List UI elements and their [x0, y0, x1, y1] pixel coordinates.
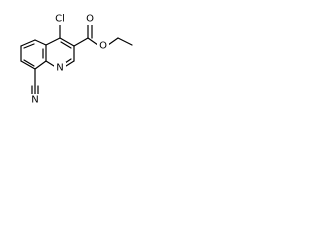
ether-oxygen-atom-label: O — [99, 41, 107, 52]
bond-ch2-ch3 — [117, 37, 133, 46]
bond-c5-c6 — [20, 39, 36, 47]
ring-nitrogen-atom-label: N — [56, 63, 63, 74]
ring-nitrogen-label-background — [54, 62, 66, 74]
bond-c3-carbonyl — [73, 37, 89, 47]
bond-c2-n1 — [65, 60, 75, 67]
bond-carbonyl-ether-o — [87, 37, 99, 46]
bond-c8-c8a — [34, 60, 47, 70]
double-bond-c4-c3 — [60, 41, 72, 49]
bond-c4a-c4 — [45, 37, 61, 46]
nitrile-nitrogen-label-background — [29, 94, 41, 106]
bond-ether-o-ch2 — [107, 37, 119, 46]
bond-n1-c8a — [45, 60, 55, 67]
double-bond-c5-c6 — [23, 43, 35, 49]
ether-oxygen-label-background — [97, 40, 109, 52]
bond-c4a-c5 — [34, 39, 47, 46]
carbonyl-oxygen-atom-label: O — [86, 14, 94, 25]
bond-c7-c8 — [20, 60, 36, 70]
bond-c4-c3 — [59, 37, 75, 47]
chlorine-atom-label: Cl — [55, 14, 65, 25]
nitrile-nitrogen-atom-label: N — [31, 95, 38, 106]
chemical-structure-diagram: Cl N O O N — [20, 13, 133, 106]
chlorine-label-background — [53, 13, 68, 25]
carbonyl-oxygen-label-background — [84, 13, 96, 25]
double-bond-c7-c8 — [23, 59, 35, 67]
